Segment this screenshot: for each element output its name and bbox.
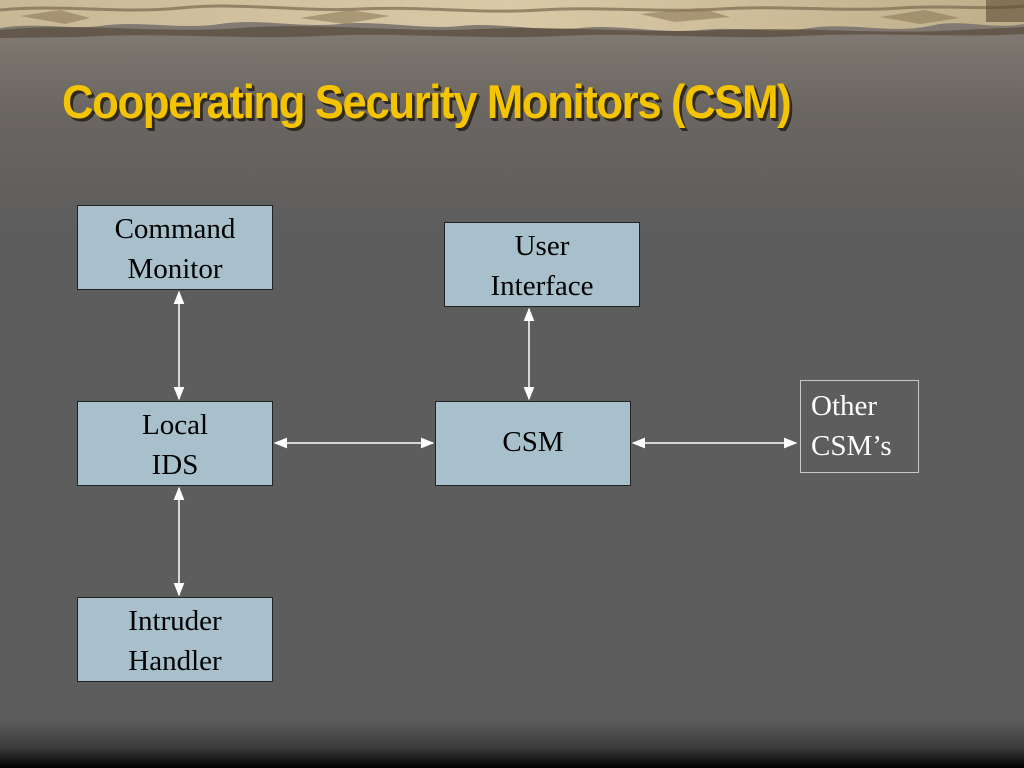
header-banner	[0, 0, 1024, 38]
node-local-ids-line-2: IDS	[151, 449, 199, 481]
node-command-monitor-line-1: Command	[114, 213, 236, 245]
node-command-monitor: Command Monitor	[77, 205, 273, 290]
slide-title: Cooperating Security Monitors (CSM)	[62, 75, 792, 128]
node-user-interface: User Interface	[444, 222, 640, 307]
node-csm-label: CSM	[502, 426, 564, 458]
node-intruder-handler-line-2: Handler	[128, 645, 222, 677]
node-intruder-handler: Intruder Handler	[77, 597, 273, 682]
node-user-interface-line-1: User	[514, 230, 570, 262]
node-csm: CSM	[435, 401, 631, 486]
node-command-monitor-line-2: Monitor	[127, 253, 223, 285]
node-user-interface-line-2: Interface	[490, 270, 594, 302]
node-local-ids: Local IDS	[77, 401, 273, 486]
node-intruder-handler-line-1: Intruder	[128, 605, 222, 637]
node-other-csms-line-1: Other	[811, 390, 878, 422]
node-other-csms-line-2: CSM’s	[811, 430, 892, 462]
node-other-csms: Other CSM’s	[800, 380, 919, 473]
node-local-ids-line-1: Local	[141, 409, 208, 441]
